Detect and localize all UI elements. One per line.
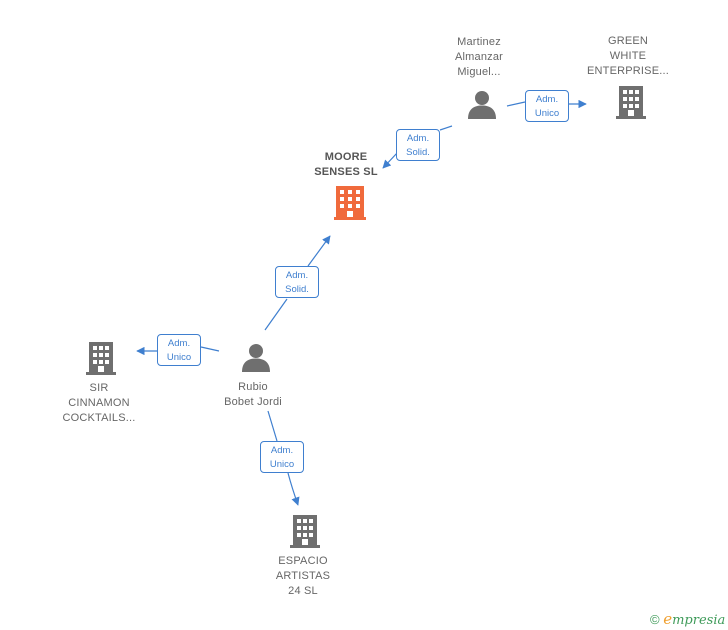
edge-label-rubio-espacio[interactable]: Adm. Unico — [260, 441, 304, 473]
edge-rubio-moore — [264, 236, 330, 331]
rubio-person-icon[interactable] — [241, 343, 271, 378]
moore-senses-label[interactable]: MOORE SENSES SL — [296, 150, 396, 180]
edge-label-line: Solid. — [285, 284, 309, 295]
label-line: Miguel... — [457, 66, 501, 78]
label-line: WHITE — [609, 50, 647, 62]
rubio-label[interactable]: Rubio Bobet Jordi — [203, 380, 303, 410]
edge-rubio-espacio — [267, 410, 298, 505]
label-line: SIR — [89, 382, 109, 394]
edge-label-line: Adm. — [270, 445, 294, 456]
edge-label-line: Adm. — [285, 270, 309, 281]
green-white-label[interactable]: GREEN WHITE ENTERPRISE... — [578, 34, 678, 79]
label-line: MOORE — [324, 151, 368, 163]
brand-logo: empresia — [663, 610, 726, 628]
sir-cinnamon-building-icon[interactable] — [86, 342, 116, 380]
label-line: COCKTAILS... — [62, 412, 136, 424]
edge-label-martinez-green[interactable]: Adm. Unico — [525, 90, 569, 122]
label-line: Rubio — [238, 381, 268, 393]
copyright-notice: © empresia — [650, 610, 725, 628]
edge-label-martinez-moore[interactable]: Adm. Solid. — [396, 129, 440, 161]
edge-rubio-sir — [137, 347, 220, 351]
espacio-label[interactable]: ESPACIO ARTISTAS 24 SL — [253, 554, 353, 599]
martinez-label[interactable]: Martinez Almanzar Miguel... — [434, 35, 524, 80]
edges-layer — [137, 102, 586, 505]
label-line: Bobet Jordi — [224, 396, 282, 408]
edge-label-line: Unico — [269, 459, 295, 470]
moore-senses-building-icon[interactable] — [334, 186, 366, 225]
copyright-icon: © — [650, 612, 660, 627]
label-line: GREEN — [607, 35, 649, 47]
green-white-building-icon[interactable] — [616, 86, 646, 124]
edge-label-rubio-moore[interactable]: Adm. Solid. — [275, 266, 319, 298]
label-line: ARTISTAS — [275, 570, 331, 582]
edge-label-line: Adm. — [535, 94, 559, 105]
edge-label-line: Adm. — [167, 338, 191, 349]
edge-label-line: Solid. — [406, 147, 430, 158]
label-line: ENTERPRISE... — [586, 65, 670, 77]
edge-label-line: Adm. — [406, 133, 430, 144]
label-line: ESPACIO — [278, 555, 328, 567]
label-line: Martinez — [457, 36, 501, 48]
edge-martinez-moore — [383, 125, 453, 168]
edge-label-line: Unico — [534, 108, 560, 119]
martinez-person-icon[interactable] — [467, 90, 497, 125]
label-line: CINNAMON — [68, 397, 130, 409]
label-line: Almanzar — [454, 51, 504, 63]
label-line: 24 SL — [288, 585, 318, 597]
sir-cinnamon-label[interactable]: SIR CINNAMON COCKTAILS... — [49, 381, 149, 426]
edge-martinez-green — [506, 102, 586, 106]
espacio-building-icon[interactable] — [290, 515, 320, 553]
label-line: SENSES SL — [314, 166, 378, 178]
edge-label-line: Unico — [166, 352, 192, 363]
edge-label-rubio-sir[interactable]: Adm. Unico — [157, 334, 201, 366]
